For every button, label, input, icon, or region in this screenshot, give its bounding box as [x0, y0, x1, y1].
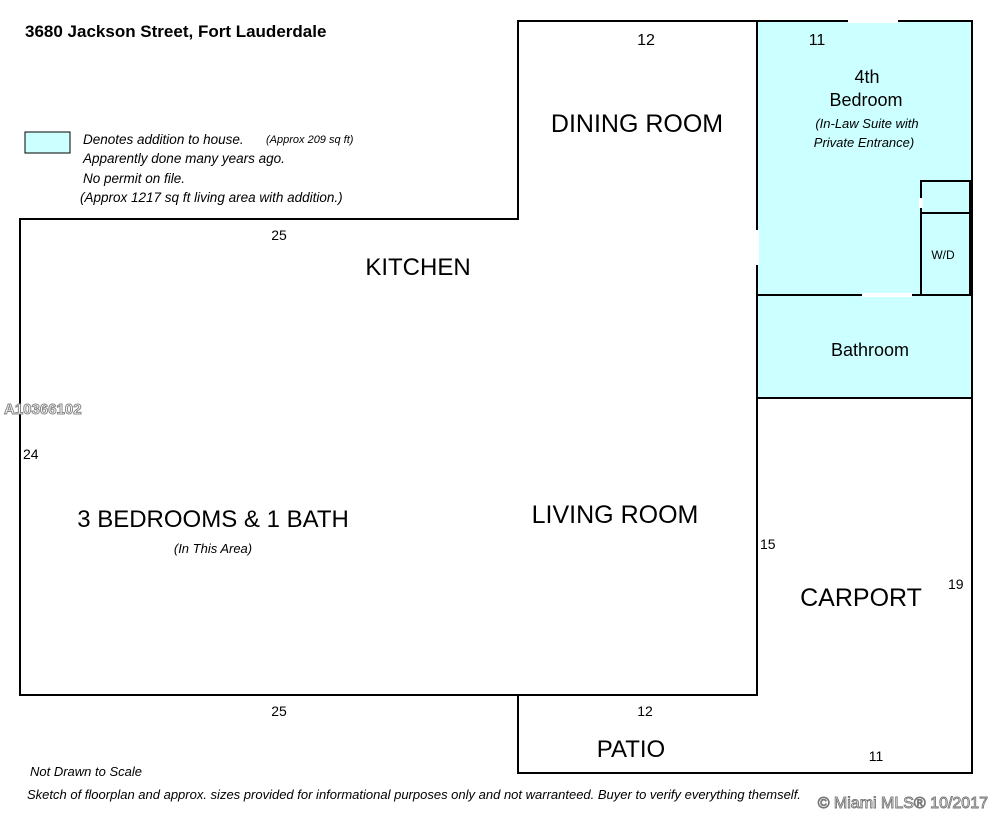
room-dining: DINING ROOM — [551, 110, 723, 138]
patio-wall — [517, 695, 757, 774]
dim-main-top: 25 — [271, 227, 287, 243]
room-bedroom4-line1: 4th — [854, 67, 879, 87]
room-bedroom4-line2: Bedroom — [829, 90, 902, 110]
wd-closet — [920, 212, 971, 296]
mls-watermark: © Miami MLS® 10/2017 — [818, 795, 988, 812]
legend-approx: (Approx 209 sq ft) — [266, 134, 354, 146]
room-carport: CARPORT — [800, 584, 922, 612]
bathroom-addition-fill — [757, 295, 972, 398]
legend-swatch — [24, 131, 71, 154]
dim-main-left: 24 — [23, 446, 39, 462]
dim-patio-bottom: 11 — [869, 748, 884, 764]
bedroom4-addition-fill — [757, 21, 972, 295]
legend-line4: (Approx 1217 sq ft living area with addi… — [80, 190, 343, 205]
room-living: LIVING ROOM — [532, 501, 699, 529]
mls-id: A10366102 — [4, 401, 82, 418]
dim-patio-top: 12 — [637, 703, 653, 719]
room-bathroom: Bathroom — [831, 340, 909, 360]
room-bedrooms-note: (In This Area) — [174, 541, 252, 556]
dim-dining-top: 12 — [637, 32, 655, 49]
room-bedroom4-note2: Private Entrance) — [814, 135, 914, 150]
room-patio: PATIO — [597, 736, 665, 763]
room-bedroom4-note1: (In-Law Suite with — [815, 116, 918, 131]
legend-line2: Apparently done many years ago. — [82, 151, 285, 166]
footer-not-to-scale: Not Drawn to Scale — [30, 764, 142, 779]
dim-carport-right: 19 — [948, 576, 964, 592]
room-kitchen: KITCHEN — [365, 254, 470, 281]
dim-living-right: 15 — [760, 536, 776, 552]
room-wd: W/D — [931, 248, 955, 262]
legend-line3: No permit on file. — [83, 171, 185, 186]
page-title: 3680 Jackson Street, Fort Lauderdale — [25, 22, 326, 41]
carport-wall — [757, 397, 973, 774]
dim-main-bottom: 25 — [271, 703, 287, 719]
room-bedrooms: 3 BEDROOMS & 1 BATH — [77, 506, 349, 533]
footer-disclaimer: Sketch of floorplan and approx. sizes pr… — [27, 787, 801, 802]
dim-bedroom-top: 11 — [809, 32, 826, 49]
legend-line1: Denotes addition to house. — [83, 132, 244, 147]
